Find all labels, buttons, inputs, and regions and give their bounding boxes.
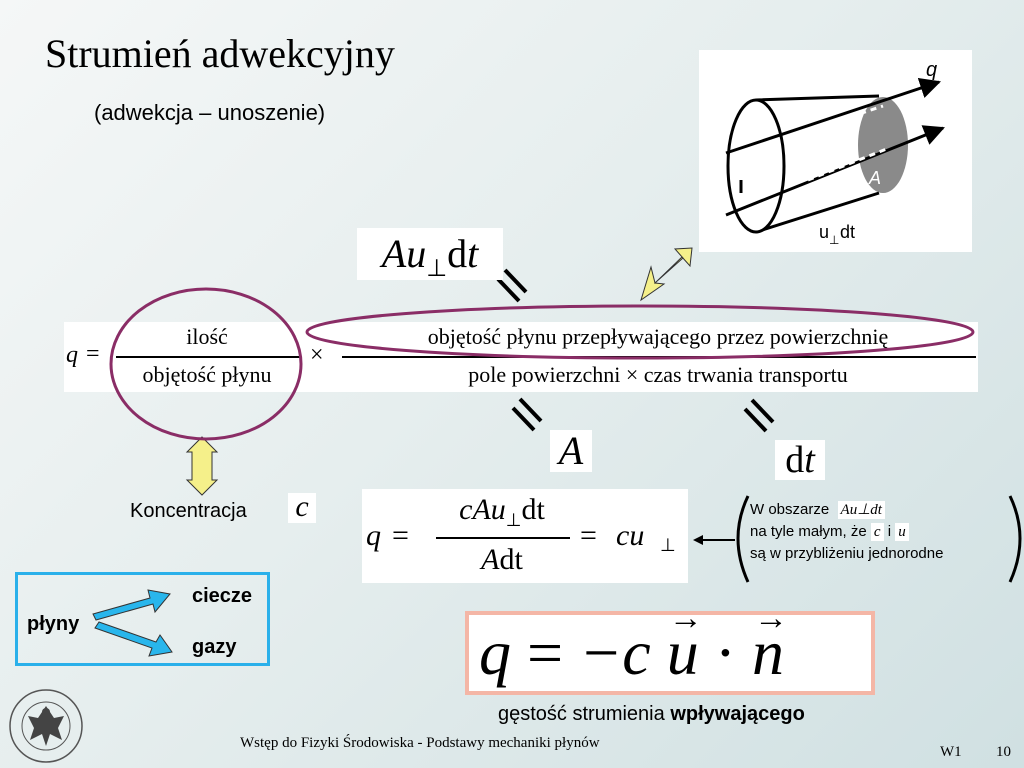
figure-dt-label: dt bbox=[840, 222, 855, 242]
homogeneity-note: W obszarze Au⊥dt na tyle małym, że c i u… bbox=[750, 499, 943, 565]
final-caption: gęstość strumienia wpływającego bbox=[498, 703, 805, 726]
f2-numerator: cAu⊥dt bbox=[432, 493, 572, 531]
footer-lecture-code: W1 bbox=[940, 744, 962, 760]
f2-bar bbox=[436, 537, 570, 539]
f2-eq2: = bbox=[580, 519, 597, 552]
note-u-symbol: u bbox=[895, 523, 909, 541]
cylinder-figure: q A u ⊥ dt bbox=[699, 50, 972, 252]
f2-denominator: Adt bbox=[432, 543, 572, 577]
subtitle: (adwekcja – unoszenie) bbox=[94, 100, 326, 125]
A-expression: A bbox=[550, 430, 592, 472]
final-minus-c: −c bbox=[579, 617, 651, 688]
figure-q-label: q bbox=[926, 59, 937, 81]
note-line-2: na tyle małym, że c i u bbox=[750, 521, 943, 543]
yellow-diagonal-arrow bbox=[640, 247, 693, 302]
f2-eq: = bbox=[392, 519, 409, 552]
fraction1-denominator: objętość płynu bbox=[142, 362, 272, 387]
aud-t: t bbox=[467, 231, 479, 276]
final-formula: q = −c u→ · n→ bbox=[479, 600, 788, 689]
dt-t: t bbox=[804, 439, 815, 481]
final-u-vector: u→ bbox=[666, 600, 703, 688]
main-q: q bbox=[66, 342, 78, 368]
f2-num-u: u bbox=[490, 493, 506, 526]
vector-arrow-icon: → bbox=[668, 600, 703, 637]
cylinder-diagram: q A u ⊥ dt bbox=[725, 59, 945, 247]
left-paren bbox=[736, 495, 750, 583]
final-q: q bbox=[479, 617, 511, 688]
yellow-vertical-arrow bbox=[185, 436, 219, 496]
equals-sign-right bbox=[743, 398, 775, 433]
dt-d: d bbox=[785, 439, 805, 481]
fraction1-bar bbox=[116, 356, 300, 358]
figure-perp-label: ⊥ bbox=[829, 233, 839, 247]
dt-expression: dt bbox=[775, 440, 825, 480]
f2-num-perp: ⊥ bbox=[505, 510, 522, 530]
concentration-symbol: c bbox=[288, 492, 316, 523]
fraction2-denominator: pole powierzchni × czas trwania transpor… bbox=[468, 362, 848, 387]
label-liquids: ciecze bbox=[192, 585, 253, 607]
equals-sign-top bbox=[496, 268, 528, 303]
note-line1-symbol: Au⊥dt bbox=[837, 501, 885, 519]
fraction2-bar bbox=[342, 356, 976, 358]
right-paren bbox=[1008, 495, 1022, 583]
note-line2-text: na tyle małym, że bbox=[750, 523, 867, 540]
formula-q-cu: q = cAu⊥dt Adt = cu ⊥ bbox=[362, 489, 688, 583]
final-n-vector: n→ bbox=[752, 600, 788, 688]
f2-num-cA: cA bbox=[459, 493, 491, 526]
fluid-types-box bbox=[15, 572, 270, 666]
footer-page-number: 10 bbox=[996, 744, 1011, 760]
blue-arrow-up bbox=[92, 589, 171, 621]
note-line-3: są w przybliżeniu jednorodne bbox=[750, 545, 944, 562]
caption-normal: gęstość strumienia bbox=[498, 703, 665, 725]
final-n: n bbox=[752, 617, 784, 688]
f2-cu: cu bbox=[616, 519, 645, 552]
final-u: u bbox=[666, 617, 699, 688]
aud-perp: ⊥ bbox=[426, 256, 448, 282]
main-formula: q = ilość objętość płynu × objętość płyn… bbox=[64, 322, 978, 392]
f2-perp: ⊥ bbox=[660, 535, 676, 555]
page-title: Strumień adwekcyjny bbox=[45, 31, 395, 76]
footer-course-title: Wstęp do Fizyki Środowiska - Podstawy me… bbox=[240, 735, 600, 751]
main-times: × bbox=[310, 342, 324, 368]
aud-expression: Au⊥dt bbox=[357, 228, 503, 282]
note-c-symbol: c bbox=[870, 523, 884, 541]
figure-A-label: A bbox=[868, 168, 881, 188]
note-i-text: i bbox=[887, 523, 892, 540]
fraction1-numerator: ilość bbox=[186, 324, 228, 349]
equals-sign-mid bbox=[511, 397, 543, 432]
cylinder-end bbox=[726, 98, 786, 234]
final-dot: · bbox=[714, 617, 736, 688]
fraction2-numerator: objętość płynu przepływającego przez pow… bbox=[427, 324, 889, 349]
note-line1-text: W obszarze bbox=[750, 501, 830, 518]
vector-arrow-icon: → bbox=[754, 600, 788, 637]
final-eq: = bbox=[527, 617, 564, 688]
caption-bold: wpływającego bbox=[670, 703, 805, 725]
aud-A: A bbox=[381, 231, 407, 276]
f2-den-A: A bbox=[481, 543, 500, 576]
f2-q: q bbox=[366, 519, 381, 552]
figure-u-label: u bbox=[819, 222, 829, 242]
label-fluids: płyny bbox=[27, 613, 80, 635]
cross-section-area bbox=[858, 97, 908, 193]
f2-num-dt: dt bbox=[521, 493, 545, 526]
f2-den-dt: dt bbox=[499, 543, 523, 576]
final-formula-box: q = −c u→ · n→ bbox=[465, 600, 875, 695]
concentration-label: Koncentracja bbox=[130, 500, 247, 522]
note-line-1: W obszarze Au⊥dt bbox=[750, 499, 943, 521]
blue-arrow-down bbox=[94, 621, 173, 657]
university-seal-logo bbox=[9, 689, 83, 763]
aud-d: d bbox=[447, 231, 468, 276]
main-eq: = bbox=[86, 341, 100, 367]
label-gases: gazy bbox=[192, 636, 237, 658]
aud-u: u bbox=[406, 231, 427, 276]
